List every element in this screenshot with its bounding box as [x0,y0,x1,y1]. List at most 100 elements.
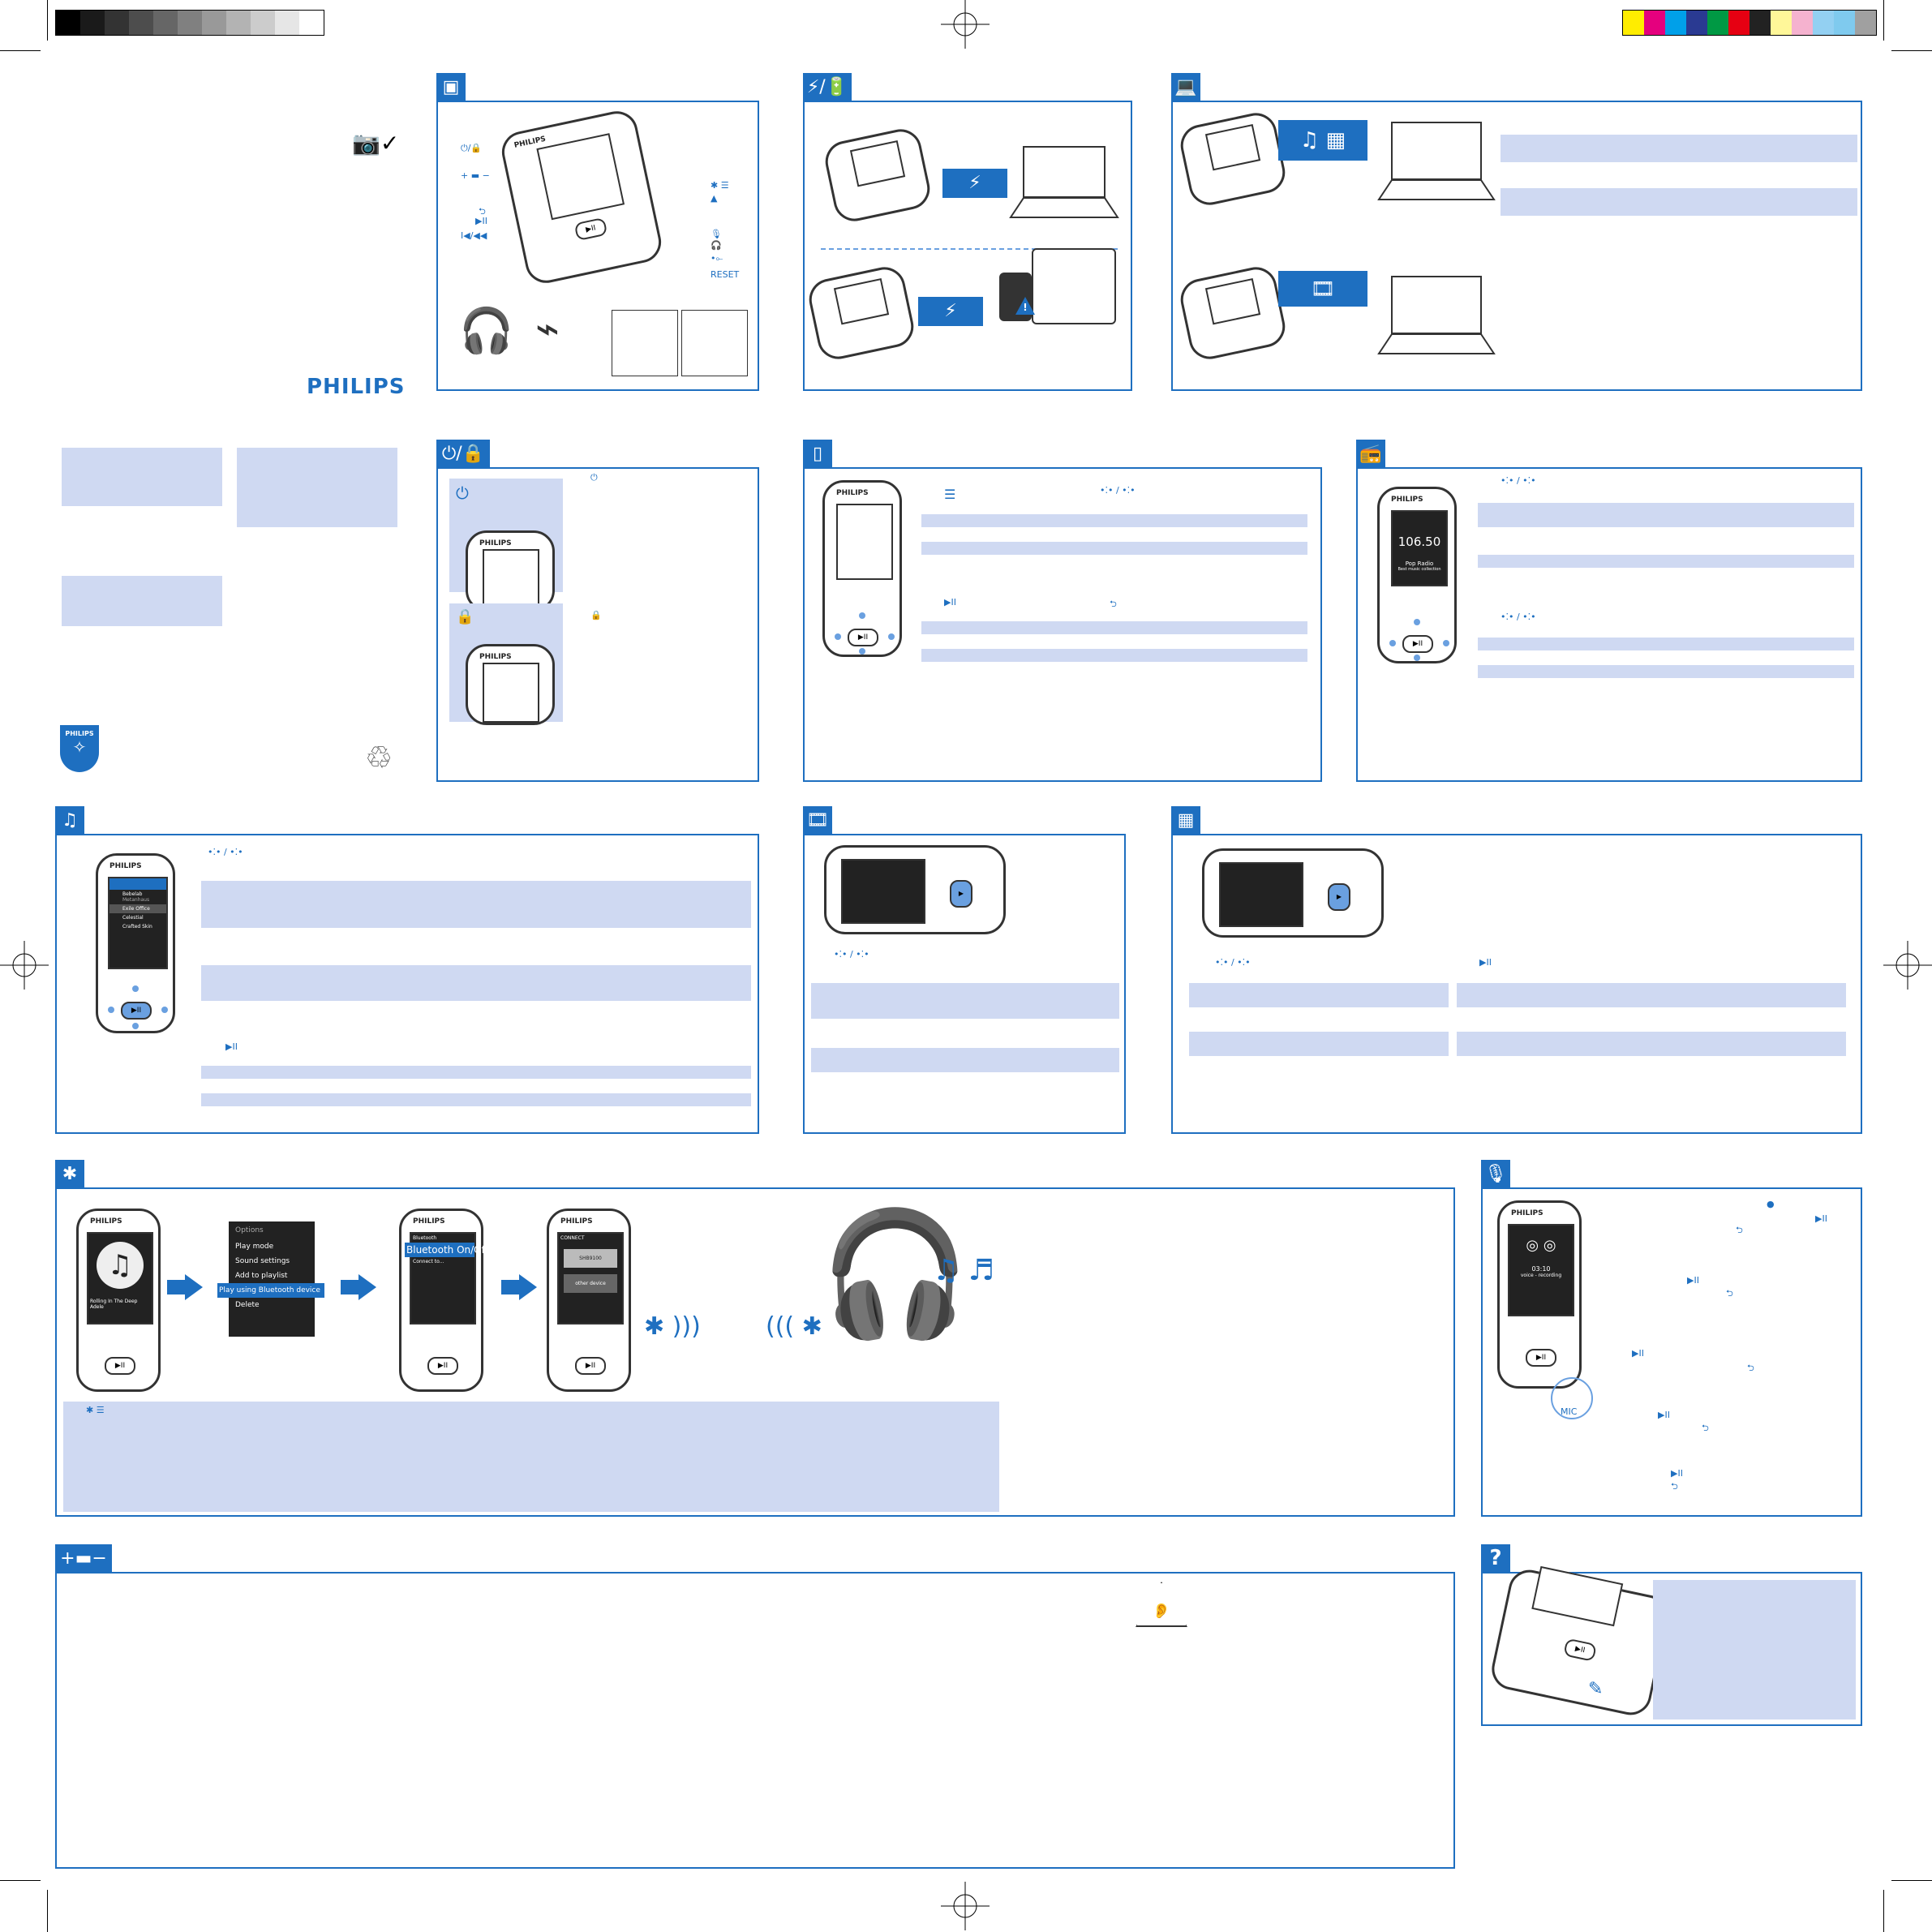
shield-text: PHILIPS [65,730,94,737]
menu-panel: PHILIPS ▶II ☰ •⁚• / •⁚• ▶II ⮌ [803,467,1322,782]
video-transfer-arrow: 🎞 [1278,271,1367,307]
player-device: PHILIPS ♫ Rolling In The Deep Adele ▶II [76,1209,161,1392]
label-usb: •⟜ [711,253,723,264]
bluetooth-band [63,1402,999,1512]
headphones-icon: 🎧 [819,1204,971,1345]
recorder-panel: PHILIPS ◎ ◎ 03:10 voice - recording ▶II … [1481,1187,1862,1517]
player-device [821,125,934,225]
volume-panel: 👂 [55,1572,1455,1869]
label-reset: RESET [711,269,740,280]
label-play: ▶II [475,216,487,226]
lock-symbol: 🔒 [456,608,474,625]
nav-icon: •⁚• / •⁚• [834,949,869,960]
box-contents-icon: ▣ [436,73,466,101]
radio-screen: 106.50 Pop Radio Best music collection [1391,510,1448,586]
nav-icon: •⁚• / •⁚• [1215,957,1251,968]
step-arrow [341,1280,358,1294]
menu-icon: ☰ [944,487,956,502]
bt-connect-item[interactable]: Connect to... [413,1259,444,1264]
lock-text-icon: 🔒 [590,610,602,620]
transfer-band-2 [1501,188,1857,216]
music-notes-icon: ♫ ♬ [933,1254,994,1287]
home-device-icon: ▯ [803,440,832,467]
label-volume: + ▬ − [461,170,490,181]
crop-line [47,0,48,41]
radio-band-4 [1478,665,1854,678]
charge-arrow: ⚡ [942,169,1007,198]
back-icon: ⮌ [1110,599,1117,609]
computer-icon: 💻 [1171,73,1200,101]
play-icon: ▶II [1479,957,1492,968]
play-button: ▶II [573,217,608,242]
back-icon: ⮌ [1736,1225,1743,1235]
help-icon: ? [1481,1544,1510,1572]
menu-band-3 [921,621,1307,634]
label-back: ⮌ [479,206,486,217]
step-arrow [501,1280,519,1294]
player-device-landscape: ▶ [1202,848,1384,938]
recording-label: voice - recording [1520,1273,1562,1278]
music-icon: ♫ [55,806,84,834]
nav-icon: •⁚• / •⁚• [1100,485,1136,496]
music-photo-transfer-arrow: ♫ ▦ [1278,120,1367,161]
crop-line [0,1880,41,1881]
nav-icon: •⁚• / •⁚• [208,847,243,857]
laptop-icon [1377,276,1496,354]
transfer-band-1 [1501,135,1857,162]
radio-band-3 [1478,638,1854,650]
registration-mark-top [941,0,990,49]
option-item[interactable]: Add to playlist [235,1272,288,1280]
option-item[interactable]: Play mode [235,1243,274,1251]
play-icon: ▶II [1671,1468,1683,1479]
photo-band-4 [1457,1032,1846,1056]
charge-arrow: ⚡ [918,297,983,326]
mic-label: MIC [1561,1406,1578,1417]
player-device [1176,263,1290,363]
cover-band-2 [237,448,397,527]
photo-panel: ▶ •⁚• / •⁚• ▶II [1171,834,1862,1134]
menu-band-2 [921,542,1307,555]
usb-cable-icon: ⌁ [535,305,560,352]
player-device: PHILIPS 106.50 Pop Radio Best music coll… [1377,487,1457,663]
laptop-icon [1009,146,1119,218]
video-band-1 [811,983,1119,1019]
registration-mark-right [1883,941,1932,990]
bluetooth-signal-icon: ✱ ))) [644,1312,701,1341]
record-icon: ● [1767,1199,1775,1209]
help-panel: ▶II ✎ [1481,1565,1862,1726]
crop-line [1883,1890,1884,1932]
volume-icon: +▬− [55,1544,112,1572]
label-headphone: 🎧 [711,240,722,251]
crop-line [0,50,41,51]
power-lock-panel: ⏻ PHILIPS ⏻ 🔒 PHILIPS 🔒 [436,467,759,782]
player-device [805,263,918,363]
power-lock-icon: ⏻/🔒 [436,440,490,467]
now-playing-screen: ♫ Rolling In The Deep Adele [87,1232,153,1324]
music-list-item: Celestial [122,915,144,921]
player-device: PHILIPS ◎ ◎ 03:10 voice - recording ▶II [1497,1200,1582,1389]
option-item[interactable]: Sound settings [235,1257,290,1265]
option-item-selected[interactable]: Play using Bluetooth device [217,1283,324,1298]
color-bar [1622,10,1877,36]
photo-icon: ▦ [1171,806,1200,834]
play-icon: ▶II [1632,1348,1644,1359]
music-band-3 [201,1066,751,1079]
option-item[interactable]: Delete [235,1301,260,1309]
device-option[interactable]: SHB9100 [564,1249,617,1268]
play-icon: ▶II [1815,1213,1827,1224]
registration-mark-bottom [941,1882,990,1930]
back-icon: ⮌ [1747,1363,1754,1373]
bluetooth-panel: PHILIPS ♫ Rolling In The Deep Adele ▶II … [55,1187,1455,1517]
video-panel: ▶ •⁚• / •⁚• [803,834,1126,1134]
reset-pin-icon: ✎ [1588,1679,1604,1699]
bluetooth-menu-screen: Bluetooth Bluetooth On/Off Connect to... [405,1232,488,1324]
divider-dashed [821,248,1118,250]
radio-station-sub: Best music collection [1397,567,1441,572]
device-option[interactable]: other device [564,1274,617,1293]
bt-onoff-item[interactable]: Bluetooth On/Off [405,1243,488,1257]
music-band-4 [201,1093,751,1106]
play-icon: ▶II [225,1041,238,1052]
nav-icon: •⁚• / •⁚• [1501,475,1536,486]
wall-socket [1032,248,1116,324]
